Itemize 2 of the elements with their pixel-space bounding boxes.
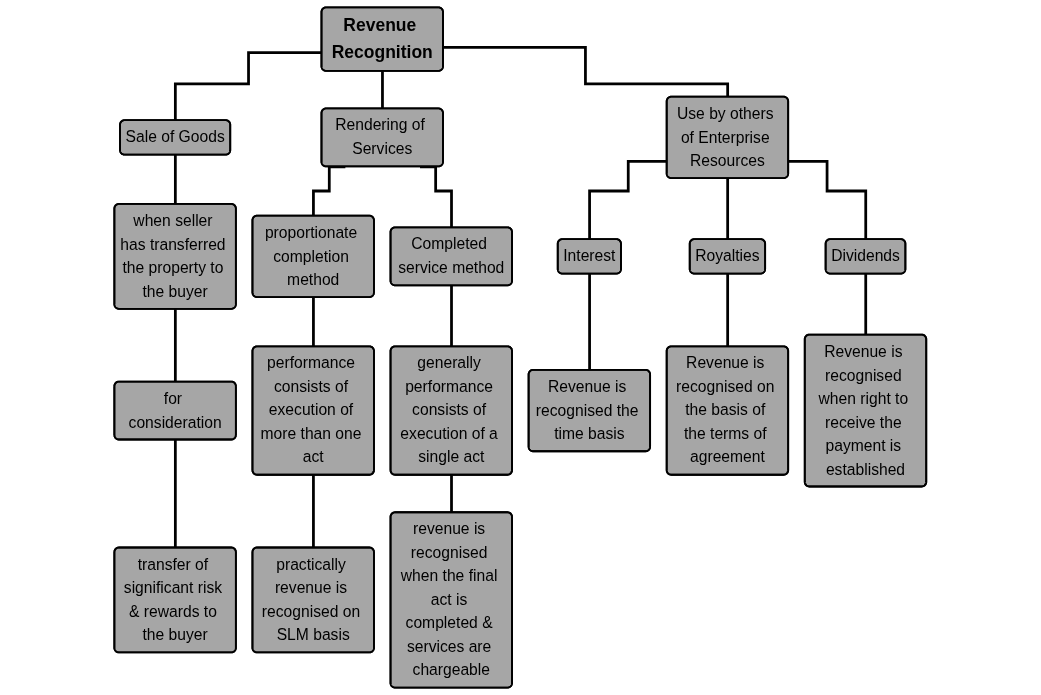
connector — [726, 177, 730, 241]
connector — [788, 160, 868, 241]
